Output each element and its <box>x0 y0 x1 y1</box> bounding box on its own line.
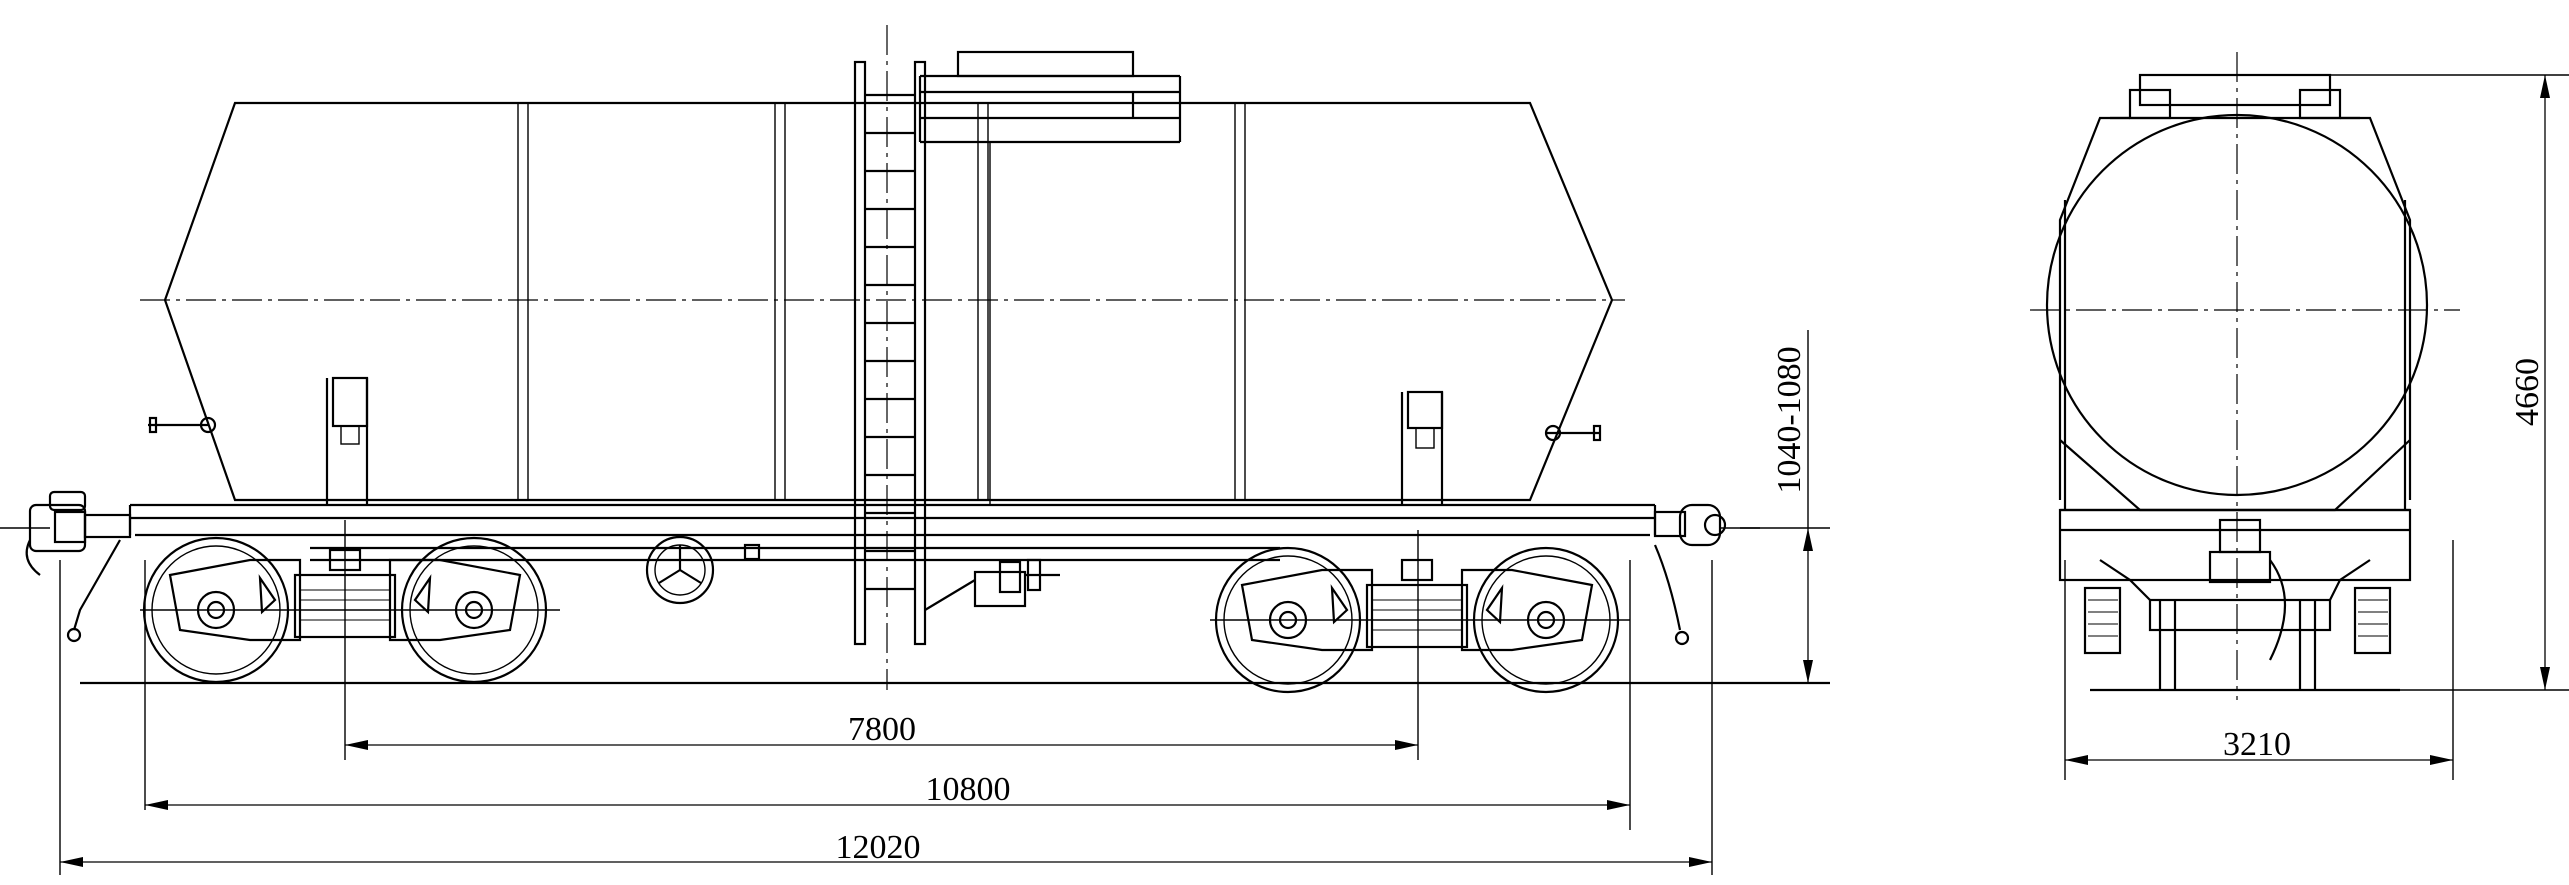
dim-coupler-height: 1040-1080 <box>1771 346 1808 493</box>
right-coupler <box>1653 503 1760 646</box>
end-view-top-frame <box>2058 73 2412 510</box>
end-view-dimensions <box>2064 74 2569 780</box>
handbrake-wheel <box>645 535 715 605</box>
tank-body <box>163 101 1614 502</box>
side-pipes <box>325 376 1444 505</box>
ladder <box>853 60 927 646</box>
dim-overall-width: 3210 <box>2223 726 2291 763</box>
dim-bogie-centers: 7800 <box>848 711 916 748</box>
dim-overall-height: 4660 <box>2509 358 2546 426</box>
end-view: 3210 4660 <box>2030 52 2569 780</box>
side-handles <box>148 416 1602 442</box>
end-view-bogie <box>2083 559 2392 690</box>
dim-coupler-axis: 10800 <box>926 771 1011 808</box>
dimension-lines <box>59 330 1830 875</box>
end-view-underframe <box>2058 439 2412 584</box>
dim-overall-length: 12020 <box>836 829 921 866</box>
side-view: 7800 10800 12020 1040-1080 <box>0 25 1830 875</box>
left-coupler <box>0 490 132 643</box>
brake-equipment <box>924 558 1060 611</box>
underframe <box>128 503 1657 562</box>
right-bogie <box>1210 546 1630 694</box>
manhole-cover <box>918 50 1182 505</box>
